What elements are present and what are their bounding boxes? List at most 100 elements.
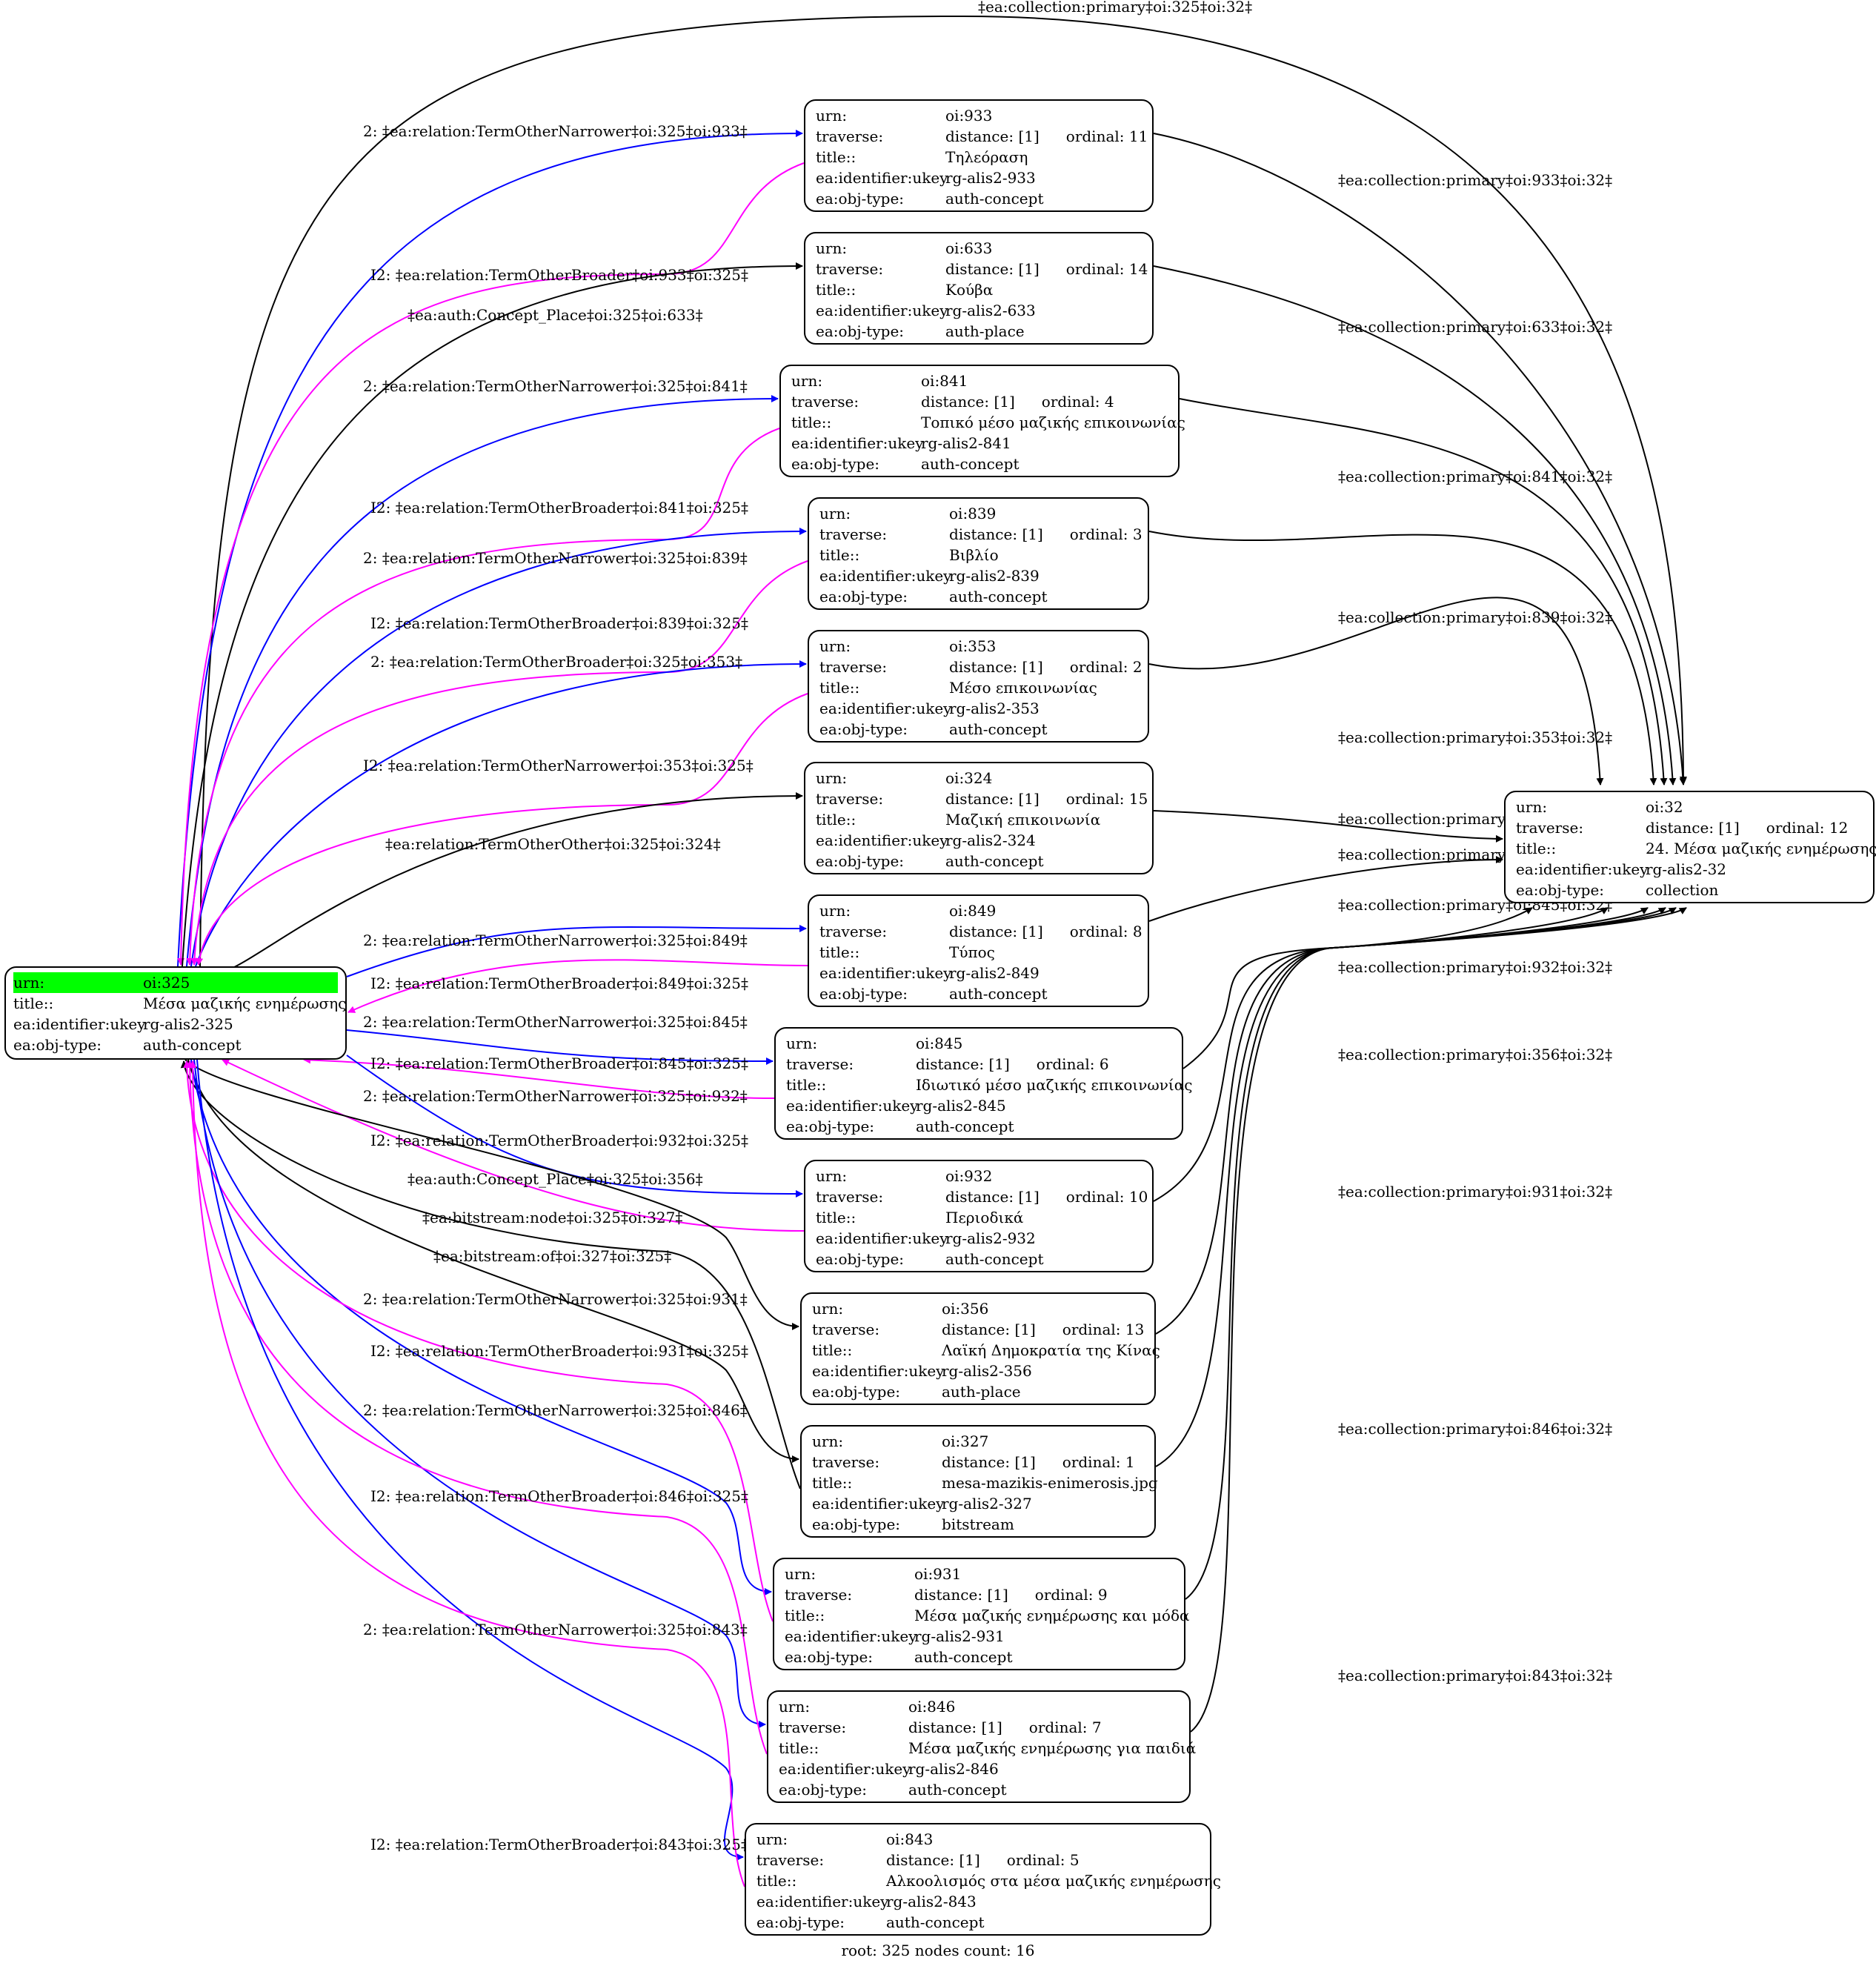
node-title-value: Τηλεόραση bbox=[945, 148, 1028, 166]
node-type-value: auth-concept bbox=[921, 455, 1020, 473]
node-type-row: ea:obj-type:auth-concept bbox=[785, 1647, 1174, 1667]
node-traverse-key: traverse: bbox=[1516, 819, 1584, 837]
node-title-row: title::Λαϊκή Δημοκρατία της Κίνας bbox=[812, 1340, 1160, 1361]
node-title-key: title:: bbox=[816, 1209, 856, 1226]
edge bbox=[1185, 907, 1677, 1600]
node-title-key: title:: bbox=[785, 1607, 825, 1624]
node-type-row: ea:obj-type:auth-concept bbox=[756, 1912, 1200, 1933]
node-title-key: title:: bbox=[812, 1474, 853, 1492]
root-title-key: title:: bbox=[13, 994, 54, 1012]
node-ukey-key: ea:identifier:ukey bbox=[816, 1229, 948, 1247]
node-ordinal: ordinal: 13 bbox=[1062, 1321, 1145, 1338]
node-urn-key: urn: bbox=[785, 1565, 816, 1583]
node-distance: distance: [1] bbox=[945, 1188, 1040, 1206]
node-type-key: ea:obj-type: bbox=[779, 1781, 868, 1799]
node-ukey-value: rg-alis2-633 bbox=[945, 302, 1036, 319]
edge-label: I2: ‡ea:relation:TermOtherBroader‡oi:841… bbox=[370, 499, 748, 517]
node-title-value: Μέσα μαζικής ενημέρωσης για παιδιά bbox=[908, 1739, 1197, 1757]
graph-footer: root: 325 nodes count: 16 bbox=[841, 1942, 1035, 1959]
node-urn-value: oi:32 bbox=[1646, 798, 1683, 816]
node-distance: distance: [1] bbox=[921, 393, 1015, 411]
node-title-value: Τοπικό μέσο μαζικής επικοινωνίας bbox=[921, 414, 1185, 431]
edge bbox=[186, 1060, 768, 1755]
node-urn-row: urn:oi:933 bbox=[816, 105, 1142, 126]
node-distance: distance: [1] bbox=[945, 260, 1040, 278]
root-ukey-key: ea:identifier:ukey bbox=[13, 1015, 146, 1033]
edge bbox=[1155, 907, 1649, 1335]
node-title-row: title::Αλκοολισμός στα μέσα μαζικής ενημ… bbox=[756, 1870, 1221, 1891]
node-distance: distance: [1] bbox=[908, 1718, 1002, 1736]
node-type-row: ea:obj-type:auth-concept bbox=[819, 983, 1137, 1004]
node-ukey-key: ea:identifier:ukey bbox=[816, 831, 948, 849]
node-type-value: auth-concept bbox=[945, 1250, 1044, 1268]
edge bbox=[1148, 856, 1503, 922]
node-distance: distance: [1] bbox=[914, 1586, 1008, 1604]
edge bbox=[346, 924, 807, 977]
edge bbox=[1153, 810, 1503, 843]
node-title-value: Ιδιωτικό μέσο μαζικής επικοινωνίας bbox=[916, 1076, 1193, 1094]
edge-label: ‡ea:relation:TermOtherOther‡oi:325‡oi:32… bbox=[385, 835, 721, 853]
node-ordinal: ordinal: 2 bbox=[1069, 658, 1142, 676]
node-urn-key: urn: bbox=[819, 505, 851, 522]
edge-label: 2: ‡ea:relation:TermOtherNarrower‡oi:325… bbox=[363, 549, 748, 567]
node-urn-row: urn:oi:931 bbox=[785, 1564, 1174, 1584]
node-title-row: title::Μέσο επικοινωνίας bbox=[819, 677, 1137, 698]
node-ukey-value: rg-alis2-32 bbox=[1646, 860, 1727, 878]
edge bbox=[190, 1059, 772, 1595]
node-traverse-value: distance: [1]ordinal: 7 bbox=[908, 1717, 1102, 1738]
node-type-value: auth-concept bbox=[914, 1648, 1013, 1666]
node-title-value: Μαζική επικοινωνία bbox=[945, 811, 1101, 828]
edge-label: ‡ea:bitstream:of‡oi:327‡oi:325‡ bbox=[433, 1247, 671, 1265]
edge-label: 2: ‡ea:relation:TermOtherNarrower‡oi:325… bbox=[363, 1087, 748, 1105]
node-distance: distance: [1] bbox=[886, 1851, 980, 1869]
node-title-value: Μέσο επικοινωνίας bbox=[949, 679, 1097, 697]
edge-label: 2: ‡ea:relation:TermOtherNarrower‡oi:325… bbox=[363, 122, 748, 140]
node-traverse-value: distance: [1]ordinal: 11 bbox=[945, 126, 1148, 147]
node-type-value: auth-concept bbox=[945, 190, 1044, 207]
node-traverse-value: distance: [1]ordinal: 12 bbox=[1646, 817, 1848, 838]
node-type-row: ea:obj-type:bitstream bbox=[812, 1514, 1144, 1535]
node-traverse-key: traverse: bbox=[819, 923, 888, 940]
node-type-value: auth-concept bbox=[908, 1781, 1007, 1799]
edge bbox=[183, 1060, 774, 1622]
node-type-row: ea:obj-type:auth-concept bbox=[816, 1249, 1142, 1269]
edge-label: ‡ea:collection:primary‡oi:839‡oi:32‡ bbox=[1338, 608, 1612, 626]
node-traverse-key: traverse: bbox=[779, 1718, 847, 1736]
node-urn-row: urn:oi:324 bbox=[816, 768, 1142, 788]
node-title-key: title:: bbox=[819, 546, 860, 564]
node-ukey-value: rg-alis2-933 bbox=[945, 169, 1036, 187]
edge-label: ‡ea:collection:primary‡oi:932‡oi:32‡ bbox=[1338, 958, 1612, 976]
node-ukey-key: ea:identifier:ukey bbox=[812, 1362, 945, 1380]
node-distance: distance: [1] bbox=[1646, 819, 1740, 837]
node-distance: distance: [1] bbox=[942, 1321, 1036, 1338]
edge bbox=[196, 1059, 744, 1861]
edge-label: ‡ea:collection:primary‡oi:931‡oi:32‡ bbox=[1338, 1183, 1612, 1200]
node-traverse-value: distance: [1] ordinal: 13 bbox=[942, 1319, 1144, 1340]
edge bbox=[177, 130, 803, 967]
node-urn-key: urn: bbox=[812, 1300, 844, 1318]
node-traverse-value: distance: [1]ordinal: 14 bbox=[945, 259, 1148, 279]
node-urn-row: urn: oi:839 bbox=[819, 503, 1137, 524]
root-node[interactable]: urn: oi:325 title:: Μέσα μαζικής ενημέρω… bbox=[4, 966, 347, 1060]
node-urn-value: oi:839 bbox=[949, 505, 997, 522]
edge bbox=[180, 1060, 801, 1490]
edge-label: ‡ea:collection:primary‡oi:356‡oi:32‡ bbox=[1338, 1046, 1612, 1063]
node-title-key: title:: bbox=[819, 943, 860, 961]
edge-label: I2: ‡ea:relation:TermOtherBroader‡oi:839… bbox=[370, 614, 748, 632]
